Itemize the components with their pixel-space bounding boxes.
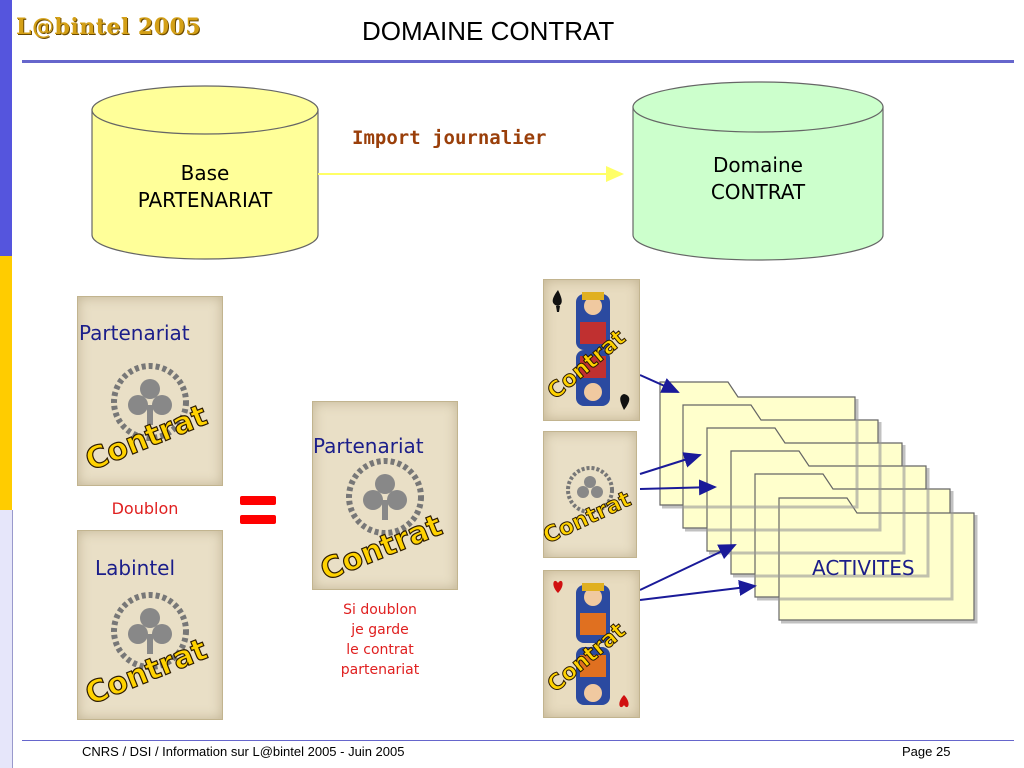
card-queen-hearts: Contrat bbox=[543, 570, 640, 718]
queen-hearts-icon: Contrat bbox=[544, 580, 632, 708]
source-db-line1: Base bbox=[180, 161, 230, 185]
contrat-stamp: Contrat bbox=[316, 508, 448, 588]
club-icon: Contrat bbox=[544, 466, 636, 550]
club-icon: Contrat bbox=[80, 592, 213, 713]
sidebar-stripe-yellow bbox=[0, 256, 12, 510]
rule-text-line4: partenariat bbox=[340, 662, 420, 678]
title-divider bbox=[22, 60, 1014, 63]
rule-text-line1: Si doublon bbox=[343, 602, 417, 618]
database-partenariat-cylinder bbox=[91, 85, 319, 260]
activites-label: ACTIVITES bbox=[812, 556, 915, 580]
card-labintel: Contrat bbox=[77, 530, 223, 720]
rule-text-line3: le contrat bbox=[346, 642, 414, 658]
page-number: Page 25 bbox=[902, 744, 951, 759]
database-contrat-cylinder bbox=[632, 81, 884, 261]
card-partenariat: Contrat bbox=[77, 296, 223, 486]
source-db-label: Base PARTENARIAT bbox=[92, 160, 318, 214]
source-db-line2: PARTENARIAT bbox=[137, 188, 273, 212]
slide-title: DOMAINE CONTRAT bbox=[362, 16, 615, 46]
rule-text-line2: je garde bbox=[351, 622, 409, 638]
target-db-line1: Domaine bbox=[713, 153, 803, 177]
card-to-folder-arrows bbox=[639, 374, 757, 601]
card-result-partenariat: Contrat bbox=[312, 401, 458, 590]
target-db-label: Domaine CONTRAT bbox=[633, 152, 883, 206]
card-king-spades: Contrat bbox=[543, 279, 640, 421]
sidebar-stripe-blue bbox=[0, 0, 12, 256]
app-logo: L@bintel 2005 bbox=[16, 14, 202, 40]
club-icon: Contrat bbox=[80, 363, 213, 479]
footer-divider bbox=[22, 740, 1014, 741]
doublon-label: Doublon bbox=[111, 499, 179, 518]
import-label: Import journalier bbox=[352, 127, 547, 149]
card-result-label: Partenariat bbox=[313, 434, 424, 458]
rule-text: Si doublon je garde le contrat partenari… bbox=[320, 600, 440, 680]
card-club-plain: Contrat bbox=[543, 431, 637, 558]
card-partenariat-label: Partenariat bbox=[79, 321, 190, 345]
club-icon: Contrat bbox=[315, 458, 448, 589]
sidebar-stripe-lavender bbox=[0, 510, 13, 768]
equals-sign-bottom bbox=[240, 515, 276, 524]
card-labintel-label: Labintel bbox=[95, 556, 176, 580]
equals-sign-top bbox=[240, 496, 276, 505]
contrat-stamp: Contrat bbox=[544, 487, 635, 549]
target-db-line2: CONTRAT bbox=[710, 180, 806, 204]
king-spades-icon: Contrat bbox=[544, 290, 632, 410]
footer-credit: CNRS / DSI / Information sur L@bintel 20… bbox=[82, 744, 405, 759]
contrat-stamp: Contrat bbox=[81, 632, 213, 712]
